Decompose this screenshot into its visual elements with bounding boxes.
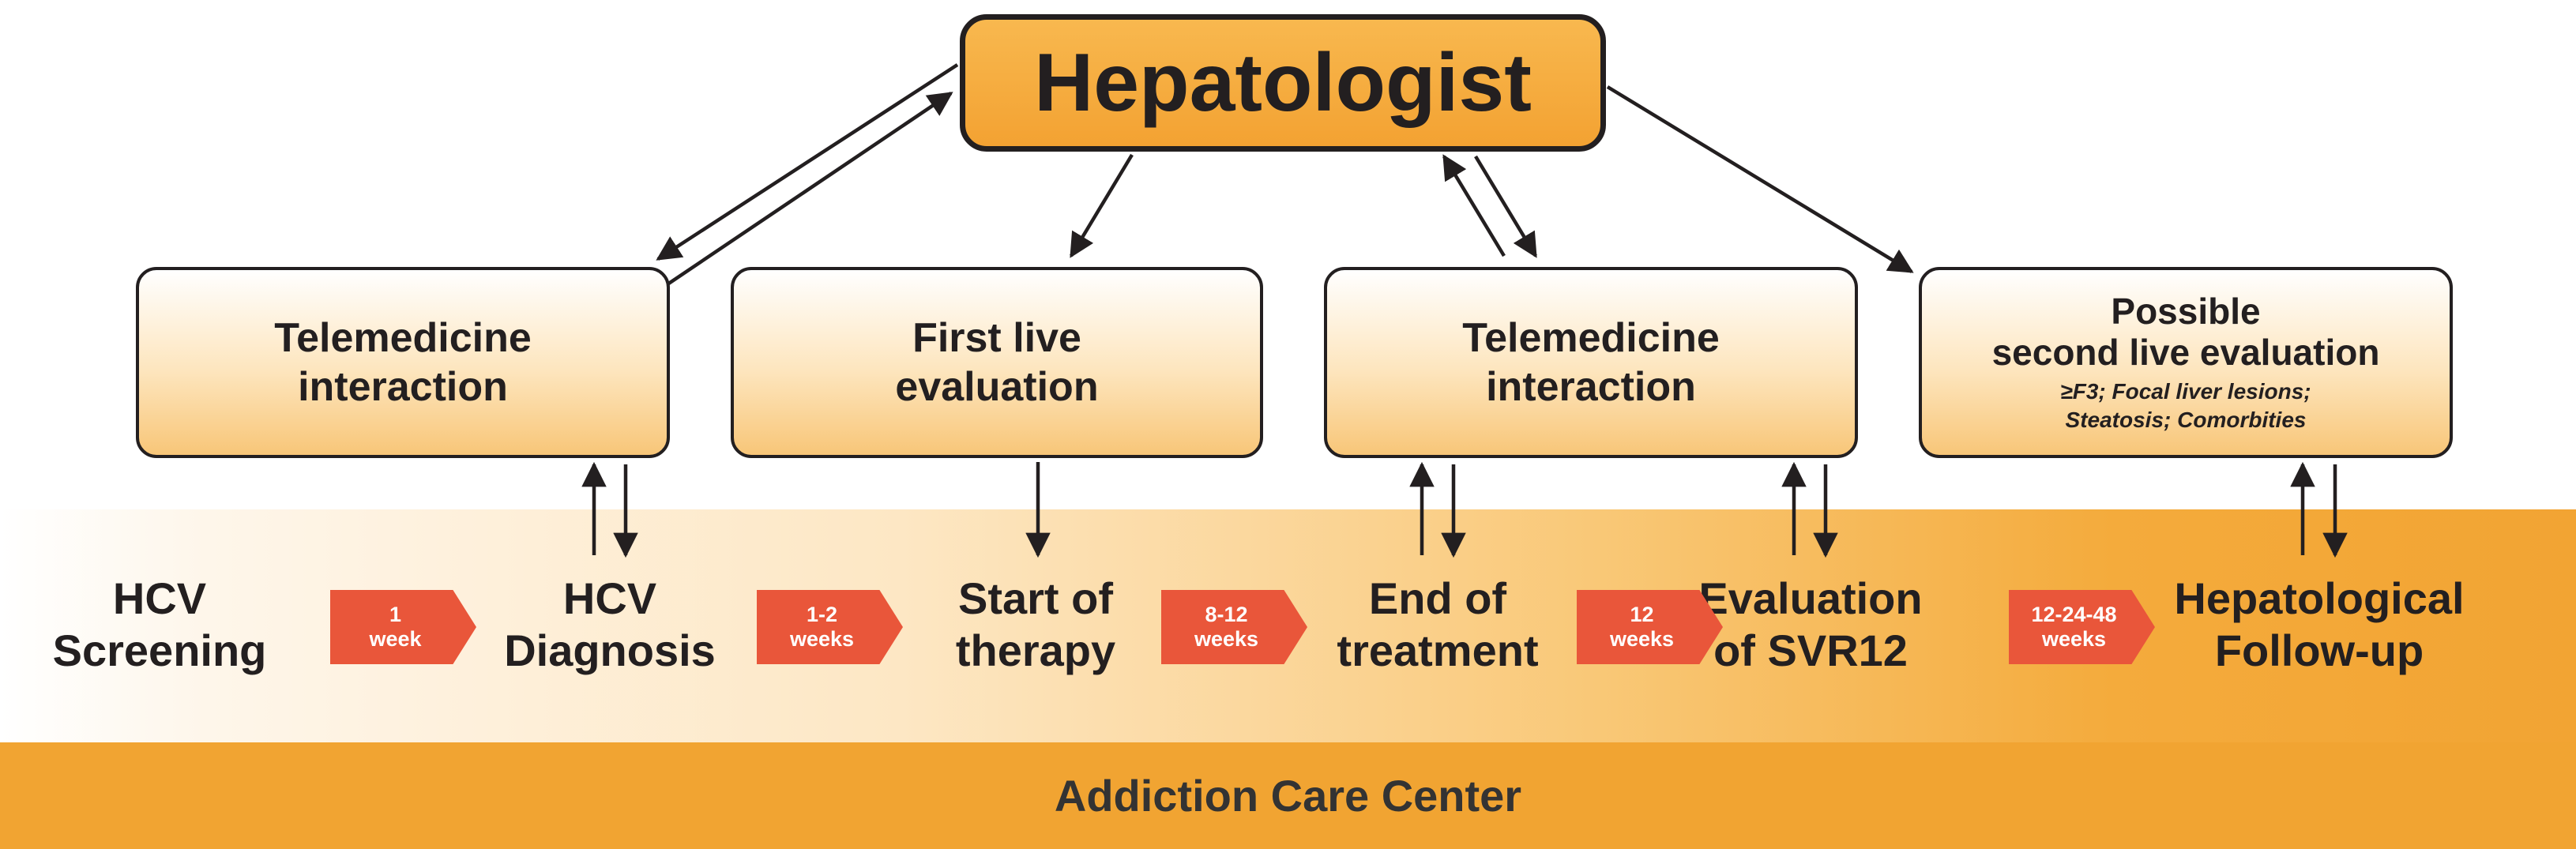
interval-arrow-2: 1-2 weeks: [757, 590, 903, 664]
arrow-hepatologist-to-telemedicine-2: [1474, 155, 1537, 258]
stage-hcv-screening: HCV Screening: [52, 573, 267, 675]
arrow-telemedicine-2-to-hepatologist: [1442, 154, 1506, 257]
arrow-hepatologist-to-first-live: [1070, 153, 1134, 258]
interval-arrow-3: 8-12 weeks: [1161, 590, 1307, 664]
arrow-hepatologist-to-second-live: [1606, 85, 1914, 273]
hepatologist-box: Hepatologist: [960, 14, 1606, 152]
box-title: First live evaluation: [895, 315, 1099, 410]
telemedicine-interaction-box-2: Telemedicine interaction: [1324, 267, 1858, 458]
addiction-care-center-label: Addiction Care Center: [1054, 771, 1522, 821]
box-note: ≥F3; Focal liver lesions; Steatosis; Com…: [2060, 379, 2311, 432]
second-live-evaluation-box: Possible second live evaluation ≥F3; Foc…: [1919, 267, 2453, 458]
interval-arrow-5: 12-24-48 weeks: [2009, 590, 2155, 664]
interval-arrow-1: 1 week: [330, 590, 476, 664]
stage-start-of-therapy: Start of therapy: [955, 573, 1116, 675]
stage-evaluation-svr12: Evaluation of SVR12: [1698, 573, 1923, 675]
addiction-care-center-bar: Addiction Care Center: [0, 742, 2576, 849]
arrow-hepatologist-to-telemedicine-1: [656, 63, 959, 261]
box-title: Telemedicine interaction: [1462, 315, 1720, 410]
stage-hepatological-follow-up: Hepatological Follow-up: [2174, 573, 2465, 675]
stage-end-of-treatment: End of treatment: [1337, 573, 1539, 675]
interval-arrow-4: 12 weeks: [1577, 590, 1723, 664]
box-title: Possible second live evaluation: [1991, 291, 2380, 373]
arrow-telemedicine-1-to-hepatologist: [666, 92, 953, 286]
box-title: Telemedicine interaction: [274, 315, 532, 410]
first-live-evaluation-box: First live evaluation: [731, 267, 1263, 458]
hepatologist-label: Hepatologist: [1034, 36, 1532, 129]
stage-hcv-diagnosis: HCV Diagnosis: [504, 573, 716, 675]
telemedicine-interaction-box-1: Telemedicine interaction: [136, 267, 670, 458]
